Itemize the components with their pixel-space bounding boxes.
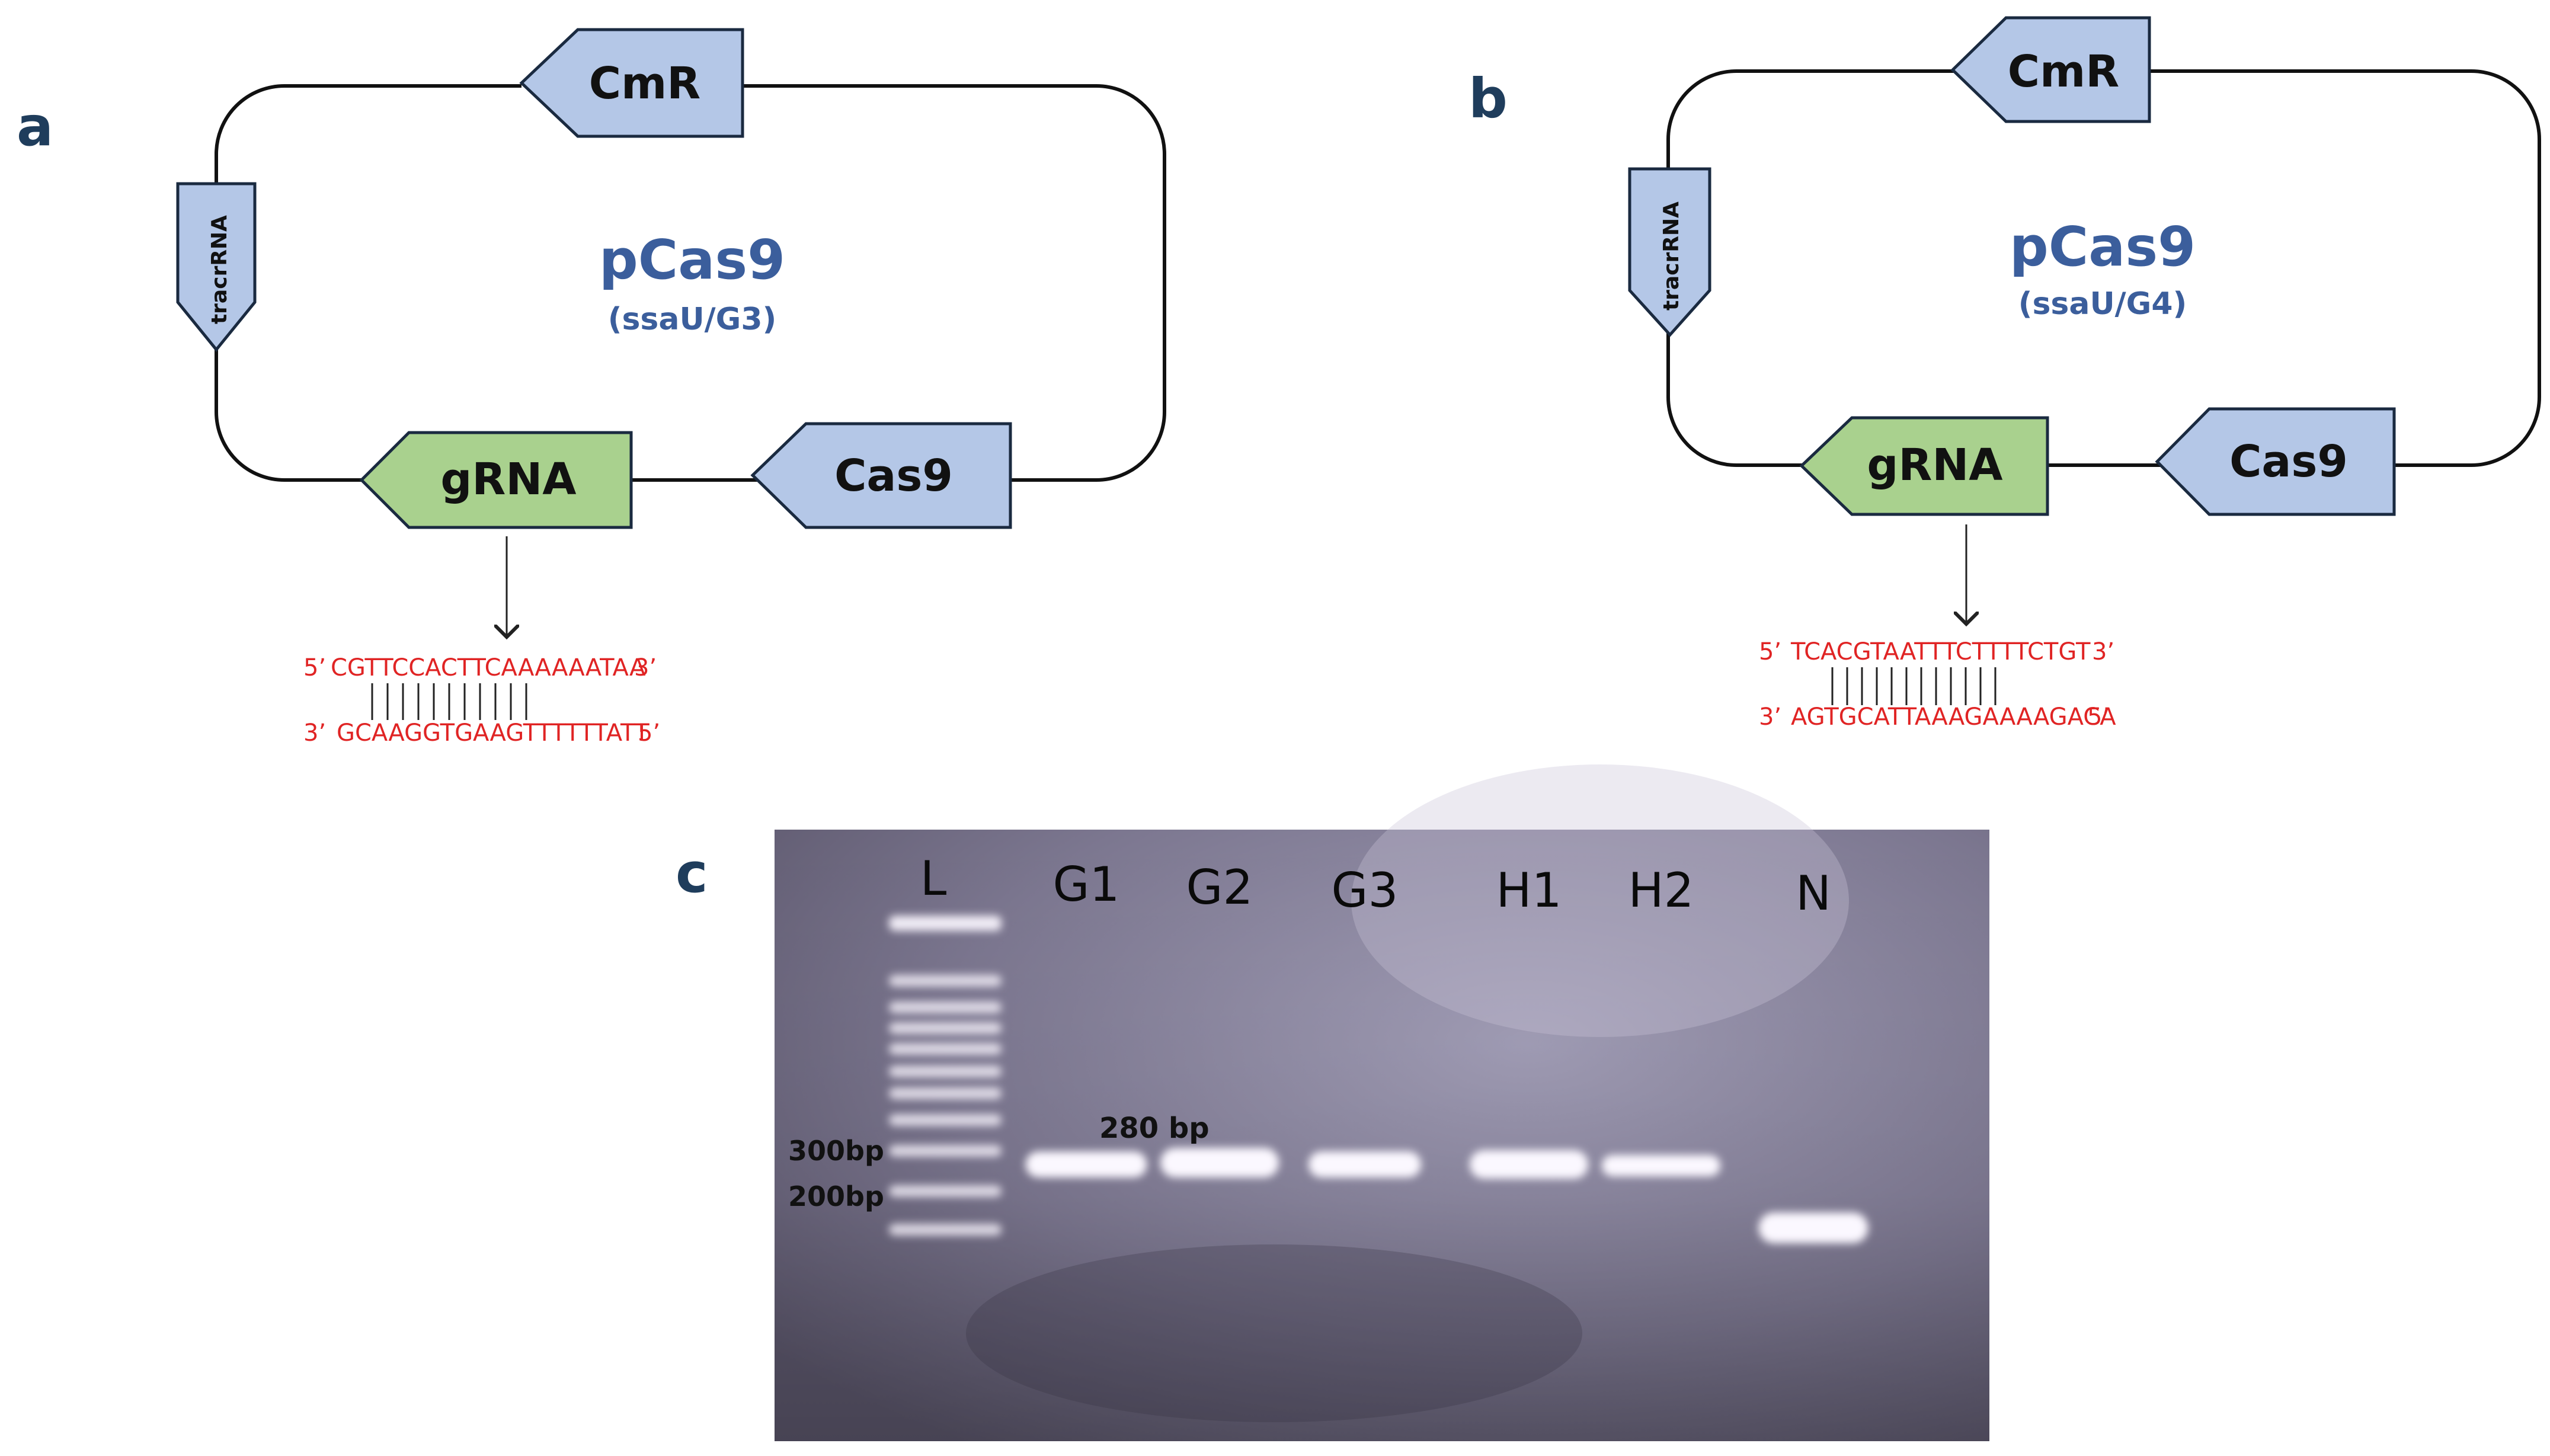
ladder-band (889, 1185, 1002, 1197)
sequence-a: 5’ CGTTCCACTTCAAAAAATAA 3’ 3’ GCAAGGTGAA… (303, 654, 660, 747)
seq-b-bottom-prefix: 3’ (1759, 703, 1781, 731)
panel-a-label: a (17, 95, 53, 158)
tracr-element-a: tracrRNA (176, 182, 257, 352)
gel-image (775, 764, 1989, 1441)
plasmid-name-b: pCas9 (2010, 215, 2196, 279)
seq-a-top: CGTTCCACTTCAAAAAATAA (331, 654, 646, 681)
sequence-b: 5’ TCACGTAATTTCTTTTCTGT 3’ 3’ AGTGCATTAA… (1759, 638, 2116, 731)
cas9-element-b: Cas9 (2155, 407, 2396, 516)
marker-300bp: 300bp (788, 1135, 884, 1167)
plasmid-sub-b: (ssaU/G4) (2018, 286, 2187, 322)
ladder-band (889, 1065, 1002, 1077)
ladder-band (889, 1145, 1002, 1157)
grna-element-a: gRNA (359, 431, 633, 529)
grna-label-a: gRNA (440, 454, 576, 505)
panel-b: b CmR tracrRNA gRNA Cas9 pCas9 (ssaU/G4)… (1468, 16, 2541, 731)
seq-a-top-suffix: 3’ (634, 654, 657, 681)
sample-band-G3 (1308, 1151, 1421, 1177)
ladder-band (889, 916, 1002, 931)
lane-label-G3: G3 (1332, 863, 1399, 918)
grna-label-b: gRNA (1867, 440, 2002, 491)
lane-label-H2: H2 (1628, 863, 1694, 918)
plasmid-sub-a: (ssaU/G3) (608, 302, 777, 337)
band-size-label: 280 bp (1099, 1112, 1210, 1145)
seq-b-bottom-suffix: 5’ (2087, 703, 2110, 731)
cmr-label-a: CmR (589, 58, 700, 109)
sample-bands (1025, 1148, 1868, 1243)
lane-label-H1: H1 (1496, 863, 1562, 918)
sample-band-G1 (1025, 1151, 1147, 1177)
sample-band-H2 (1602, 1155, 1720, 1176)
lane-label-L: L (920, 851, 947, 906)
ladder-band (889, 1043, 1002, 1055)
seq-a-bottom: GCAAGGTGAAGTTTTTTATT (337, 719, 650, 747)
seq-a-top-prefix: 5’ (303, 654, 326, 681)
panel-c-label: c (676, 841, 708, 905)
cas9-label-a: Cas9 (834, 450, 953, 501)
ladder-band (889, 1022, 1002, 1034)
tracr-element-b: tracrRNA (1628, 167, 1711, 337)
lane-label-N: N (1796, 866, 1831, 921)
cmr-label-b: CmR (2008, 46, 2119, 97)
seq-a-bottom-prefix: 3’ (303, 719, 326, 747)
tracr-label-a: tracrRNA (207, 215, 232, 324)
ladder-bands (889, 916, 1002, 1236)
base-pair-lines-a (371, 683, 527, 720)
cmr-element-b: CmR (1950, 16, 2151, 123)
cmr-element-a: CmR (519, 28, 744, 138)
cas9-element-a: Cas9 (750, 422, 1012, 529)
lane-label-G2: G2 (1186, 860, 1253, 915)
cas9-label-b: Cas9 (2229, 436, 2348, 487)
grna-element-b: gRNA (1799, 416, 2049, 516)
panel-c: c L G1 G2 G3 H1 H2 N 300bp 200bp 280 bp (676, 764, 1989, 1441)
marker-200bp: 200bp (788, 1180, 884, 1212)
ladder-band (889, 975, 1002, 987)
panel-b-label: b (1468, 67, 1508, 130)
panel-a: a CmR tracrRNA gRNA Cas9 pCas9 (ssaU/G3) (17, 28, 1166, 747)
ladder-band (889, 1114, 1002, 1126)
ladder-band (889, 1224, 1002, 1236)
sample-band-H1 (1470, 1150, 1588, 1179)
seq-a-bottom-suffix: 5’ (638, 719, 660, 747)
seq-b-top-suffix: 3’ (2092, 638, 2114, 665)
seq-b-top-prefix: 5’ (1759, 638, 1781, 665)
sample-band-N (1758, 1212, 1868, 1243)
seq-b-bottom: AGTGCATTAAAGAAAAGACA (1791, 703, 2116, 731)
plasmid-name-a: pCas9 (599, 228, 785, 292)
seq-b-top: TCACGTAATTTCTTTTCTGT (1790, 638, 2091, 665)
ladder-band (889, 1087, 1002, 1099)
ladder-band (889, 1001, 1002, 1013)
lane-label-G1: G1 (1053, 857, 1120, 912)
sample-band-G2 (1160, 1148, 1279, 1177)
base-pair-lines-b (1831, 667, 1997, 705)
tracr-label-b: tracrRNA (1659, 201, 1684, 311)
